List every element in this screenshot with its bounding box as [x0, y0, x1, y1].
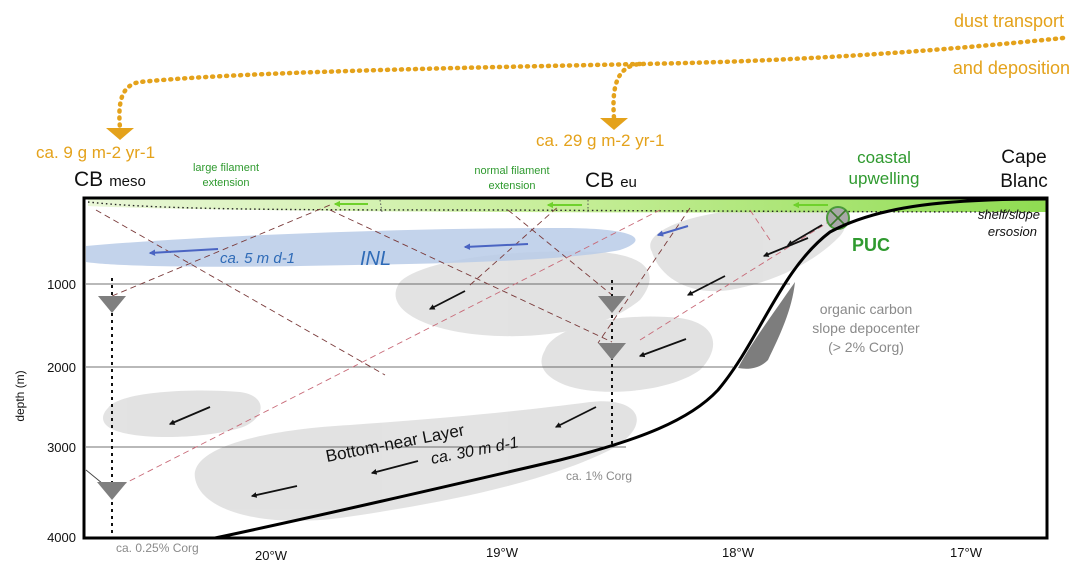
- organic-label-line2: slope depocenter: [812, 320, 920, 336]
- y-axis: depth (m) 1000 2000 3000 4000: [13, 277, 76, 545]
- coastal-label-line1: coastal: [857, 148, 911, 167]
- y-axis-label: depth (m): [13, 370, 27, 421]
- section-interior: [85, 198, 1047, 538]
- y-tick-1000: 1000: [47, 277, 76, 292]
- dust-label-line1: dust transport: [954, 11, 1064, 31]
- dust-label-line2: and deposition: [953, 58, 1070, 78]
- x-tick-20w: 20°W: [255, 548, 288, 563]
- sediment-traps: [97, 296, 626, 500]
- trap-meso-upper: [98, 296, 126, 313]
- inl-flow-arrows: [148, 225, 689, 256]
- organic-carbon-depocenter: [738, 282, 795, 369]
- x-tick-18w: 18°W: [722, 545, 755, 560]
- x-tick-17w: 17°W: [950, 545, 983, 560]
- cape-label-line2: Blanc: [1000, 171, 1048, 192]
- coastal-label-line2: upwelling: [849, 169, 920, 188]
- large-filament-line2: extension: [202, 177, 249, 189]
- organic-label-line3: (> 2% Corg): [828, 339, 904, 355]
- corg-meso-label: ca. 0.25% Corg: [116, 541, 199, 555]
- inl-label: INL: [360, 248, 391, 270]
- shelf-label-line2: ersosion: [988, 224, 1037, 239]
- dust-transport-paths: [106, 35, 1066, 140]
- puc-label: PUC: [852, 235, 890, 255]
- dust-arrowhead-eu: [600, 118, 628, 130]
- normal-filament-line1: normal filament: [474, 165, 549, 177]
- dust-flux-eu: ca. 29 g m-2 yr-1: [536, 131, 665, 150]
- shelf-label-line1: shelf/slope: [978, 207, 1040, 222]
- large-filament-line1: large filament: [193, 162, 259, 174]
- trap-meso-lower: [97, 482, 127, 500]
- y-tick-3000: 3000: [47, 440, 76, 455]
- y-tick-4000: 4000: [47, 530, 76, 545]
- x-axis: 20°W 19°W 18°W 17°W: [255, 545, 983, 563]
- depth-gridlines: [86, 283, 790, 448]
- seafloor-profile: [214, 198, 1047, 538]
- dust-arrowhead-meso: [106, 128, 134, 140]
- trap-eu-upper: [598, 296, 626, 313]
- inl-speed-label: ca. 5 m d-1: [220, 250, 295, 267]
- inl-band: [86, 228, 636, 267]
- surface-current-arrows: [333, 200, 828, 209]
- y-tick-2000: 2000: [47, 360, 76, 375]
- trap-eu-lower: [598, 343, 626, 360]
- x-tick-19w: 19°W: [486, 545, 519, 560]
- mooring-lines: [111, 278, 613, 538]
- corg-eu-label: ca. 1% Corg: [566, 469, 632, 483]
- organic-label-line1: organic carbon: [820, 301, 913, 317]
- bottom-flow-arrows: [168, 224, 823, 498]
- dust-flux-meso: ca. 9 g m-2 yr-1: [36, 143, 155, 162]
- cape-label-line1: Cape: [1001, 147, 1046, 168]
- normal-filament-line2: extension: [488, 180, 535, 192]
- section-frame: [82, 196, 1049, 540]
